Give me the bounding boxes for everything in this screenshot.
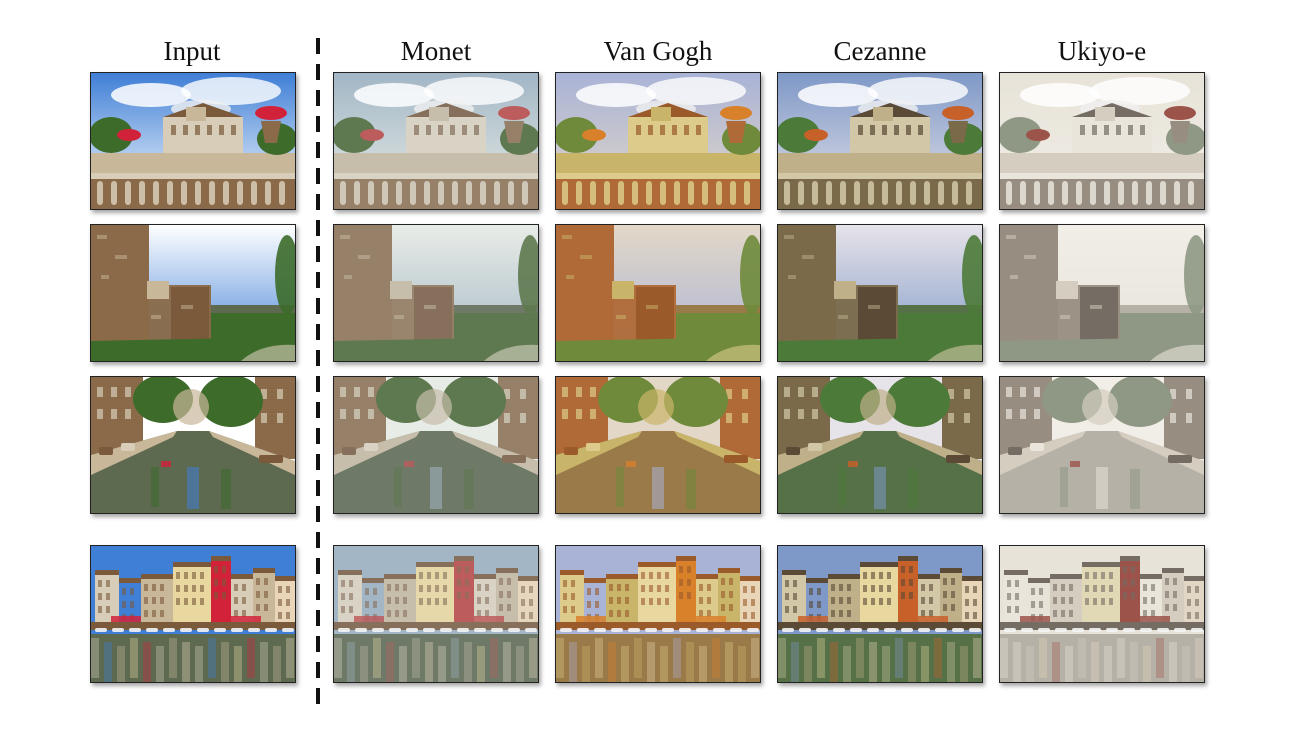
column-header-ukiyoe: Ukiyo-e (1057, 36, 1147, 66)
divider-dash (316, 142, 320, 158)
image-harbor-houses-ukiyoe (999, 545, 1205, 683)
image-canal-street-monet (333, 376, 539, 514)
divider-dash (316, 298, 320, 314)
image-palace-garden-input (90, 72, 296, 210)
divider-dash (316, 38, 320, 54)
image-harbor-houses-input (90, 545, 296, 683)
divider-dash (316, 532, 320, 548)
divider-dash (316, 350, 320, 366)
divider-dash (316, 324, 320, 340)
divider-dash (316, 558, 320, 574)
divider-dash (316, 272, 320, 288)
divider-dash (316, 506, 320, 522)
divider-dash (316, 610, 320, 626)
divider-dash (316, 402, 320, 418)
image-castle-tower-vangogh (555, 224, 761, 362)
image-harbor-houses-cezanne (777, 545, 983, 683)
column-header-monet: Monet (400, 36, 472, 66)
divider-dash (316, 64, 320, 80)
divider-dash (316, 376, 320, 392)
image-canal-street-input (90, 376, 296, 514)
divider-dash (316, 688, 320, 704)
image-castle-tower-monet (333, 224, 539, 362)
divider-dash (316, 194, 320, 210)
image-castle-tower-cezanne (777, 224, 983, 362)
image-canal-street-vangogh (555, 376, 761, 514)
divider-dash (316, 116, 320, 132)
divider-dash (316, 246, 320, 262)
divider-dash (316, 480, 320, 496)
divider-dash (316, 662, 320, 678)
image-harbor-houses-vangogh (555, 545, 761, 683)
image-canal-street-cezanne (777, 376, 983, 514)
divider-dash (316, 220, 320, 236)
divider-dash (316, 428, 320, 444)
column-header-cezanne: Cezanne (833, 36, 927, 66)
image-palace-garden-ukiyoe (999, 72, 1205, 210)
image-castle-tower-input (90, 224, 296, 362)
image-canal-street-ukiyoe (999, 376, 1205, 514)
column-header-input: Input (163, 36, 221, 66)
divider-dash (316, 636, 320, 652)
image-harbor-houses-monet (333, 545, 539, 683)
divider-dash (316, 90, 320, 106)
divider-dash (316, 454, 320, 470)
image-palace-garden-cezanne (777, 72, 983, 210)
image-palace-garden-vangogh (555, 72, 761, 210)
column-header-vangogh: Van Gogh (603, 36, 713, 66)
image-castle-tower-ukiyoe (999, 224, 1205, 362)
image-palace-garden-monet (333, 72, 539, 210)
divider-dash (316, 584, 320, 600)
divider-dash (316, 168, 320, 184)
